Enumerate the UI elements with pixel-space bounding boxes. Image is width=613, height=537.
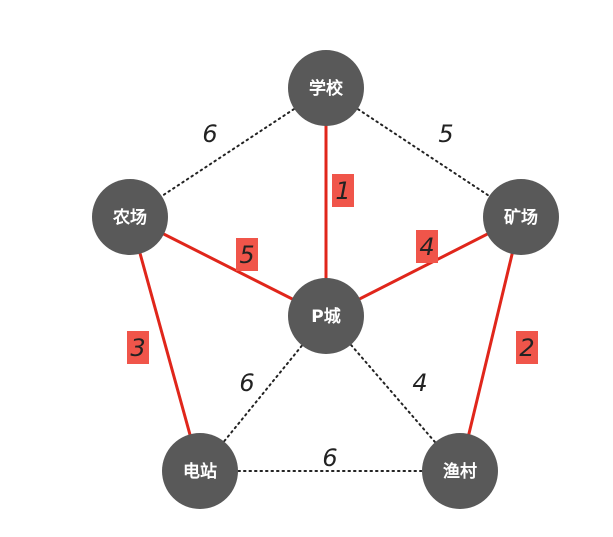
edge-labels-layer: 6 5 1 5 4 3 2 6 4 6 xyxy=(127,120,538,472)
edge-weight-highlight-box xyxy=(236,238,258,271)
edge-weight-text: 6 xyxy=(202,120,217,148)
edge-school-farm xyxy=(129,87,327,218)
edge-weight-highlight-box xyxy=(127,331,149,364)
edge-weight-highlight-box xyxy=(516,331,538,364)
edge-weight-mine-pcity: 4 xyxy=(416,230,438,263)
edge-weight-text: 3 xyxy=(130,334,145,362)
node-label: 电站 xyxy=(183,461,217,482)
edge-weight-text: 6 xyxy=(322,444,337,472)
edge-weight-highlight-box xyxy=(416,230,438,263)
edge-weight-highlight-box xyxy=(332,174,354,207)
node-circle xyxy=(422,433,498,509)
node-circle xyxy=(483,179,559,255)
node-label: 学校 xyxy=(309,78,344,99)
edge-weight-text: 2 xyxy=(519,334,534,362)
edge-farm-station xyxy=(128,215,202,473)
node-mine: 矿场 xyxy=(483,179,559,255)
edge-weight-mine-village: 2 xyxy=(516,331,538,364)
edge-weight-text: 5 xyxy=(438,120,453,148)
edge-weight-text: 5 xyxy=(239,241,254,269)
edge-weight-text: 4 xyxy=(412,369,427,397)
node-label: 渔村 xyxy=(443,461,477,482)
node-school: 学校 xyxy=(288,50,364,126)
node-circle xyxy=(92,179,168,255)
edge-weight-farm-station: 3 xyxy=(127,331,149,364)
node-circle xyxy=(162,433,238,509)
node-farm: 农场 xyxy=(92,179,168,255)
node-label: 矿场 xyxy=(504,207,538,228)
edge-weight-text: 6 xyxy=(239,369,254,397)
node-pcity: P城 xyxy=(288,278,364,354)
edge-weight-school-farm: 6 xyxy=(202,120,217,148)
edge-weight-station-village: 6 xyxy=(322,444,337,472)
edge-mine-village xyxy=(458,215,523,473)
edge-weight-text: 1 xyxy=(335,177,350,205)
node-circle xyxy=(288,278,364,354)
edge-weight-pcity-station: 6 xyxy=(239,369,254,397)
edge-school-mine xyxy=(325,87,522,218)
edge-weight-school-mine: 5 xyxy=(438,120,453,148)
node-village: 渔村 xyxy=(422,433,498,509)
node-label: 农场 xyxy=(112,207,147,228)
edge-weight-text: 4 xyxy=(419,233,434,261)
edge-weight-pcity-village: 4 xyxy=(412,369,427,397)
edge-weight-farm-pcity: 5 xyxy=(236,238,258,271)
node-label: P城 xyxy=(311,307,340,327)
node-station: 电站 xyxy=(162,433,238,509)
edge-weight-school-pcity: 1 xyxy=(332,174,354,207)
node-circle xyxy=(288,50,364,126)
